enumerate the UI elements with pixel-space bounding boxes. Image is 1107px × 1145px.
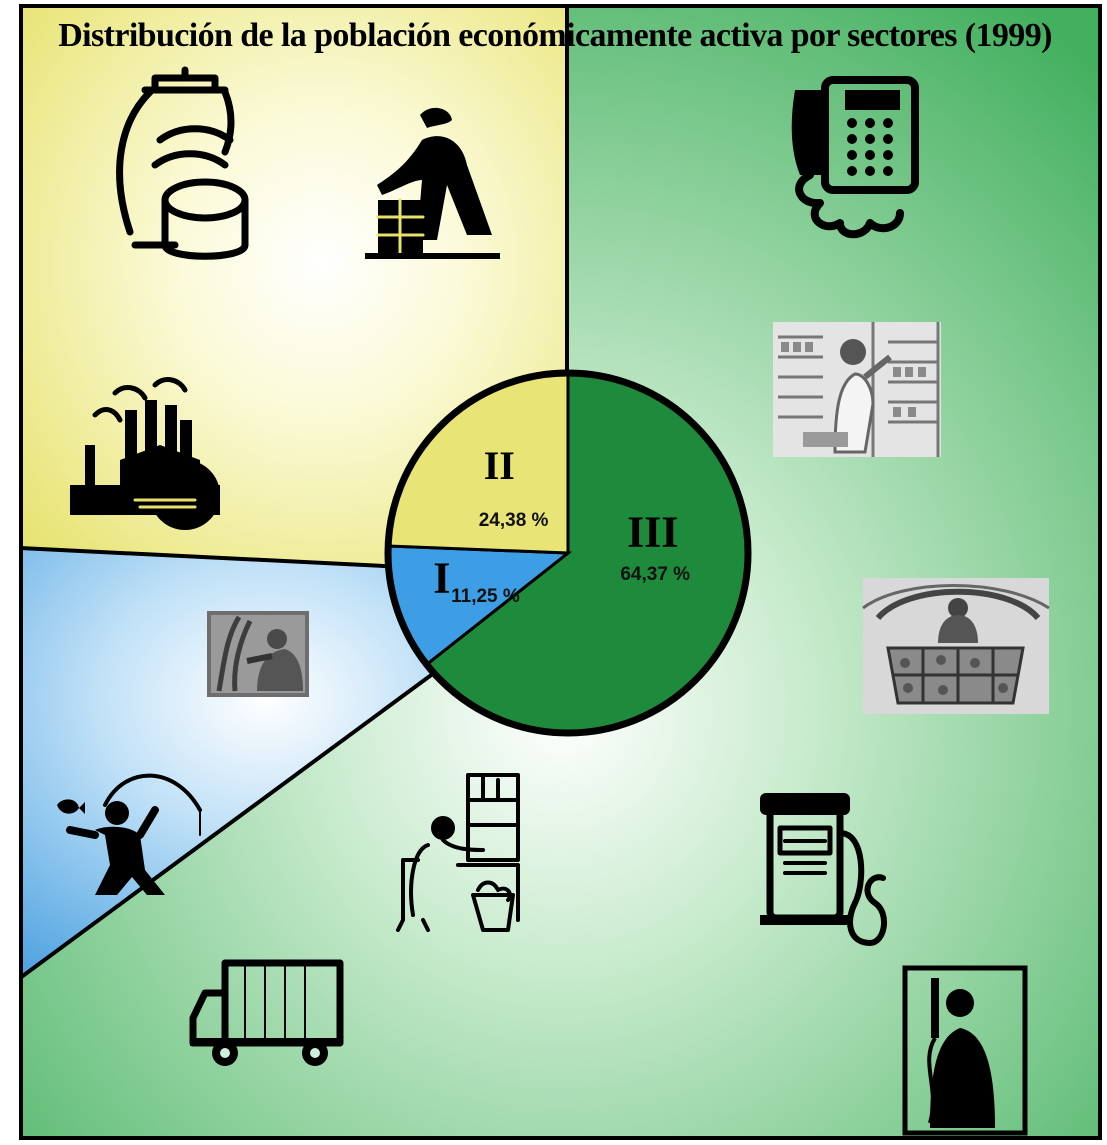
sector-label-ii: II [484,443,515,488]
factory-icon [70,377,220,530]
sector-label-iii: III [627,507,678,556]
sector-label-i: I [433,554,450,603]
shop-clerk-icon [773,322,941,457]
fuel-pump-icon [760,793,887,946]
percent-label-sector-iii: 64,37 % [620,564,690,585]
farmer-icon [207,611,309,697]
percent-label-sector-ii: 24,38 % [479,510,549,531]
outer-frame [19,4,1102,1140]
office-worker-icon [396,773,520,932]
bricklayer-icon [365,107,500,259]
telephone-icon [791,76,919,239]
percent-label-sector-i: 11,25 % [451,586,520,607]
chart-title: Distribución de la población económicame… [58,17,1052,54]
market-vendor-icon [862,578,1050,714]
delivery-truck-icon [189,959,344,1066]
fisherman-icon [57,773,202,895]
laboratory-icon [116,66,249,260]
mechanic-icon [902,965,1028,1136]
pie-outline [384,369,752,737]
